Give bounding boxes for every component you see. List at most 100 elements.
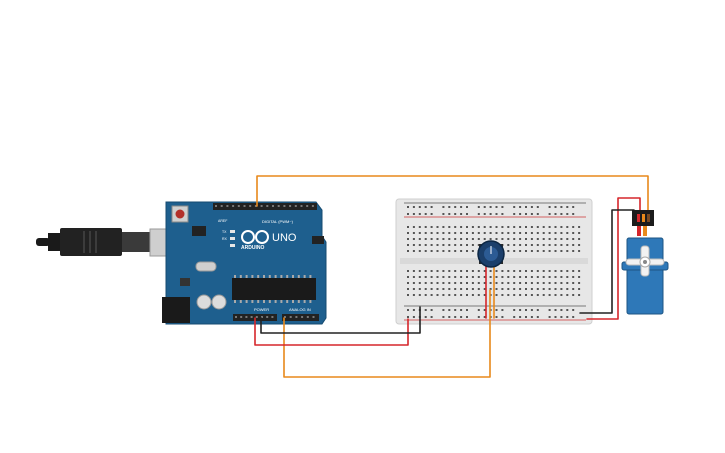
header-pin <box>255 316 258 318</box>
breadboard-hole <box>495 276 498 278</box>
breadboard-hole <box>542 244 545 246</box>
header-pin <box>283 205 286 207</box>
breadboard-hole <box>448 282 451 284</box>
breadboard-hole <box>519 232 522 234</box>
breadboard-hole <box>513 288 516 290</box>
signal-wire-servo[interactable] <box>256 175 649 213</box>
usb-cable[interactable] <box>36 228 187 257</box>
capacitor <box>196 294 212 310</box>
breadboard-hole <box>418 282 421 284</box>
breadboard-hole <box>578 294 581 296</box>
breadboard-hole <box>566 232 569 234</box>
breadboard-hole <box>424 226 427 228</box>
breadboard-hole <box>554 276 557 278</box>
breadboard-hole <box>525 270 527 272</box>
header-pin <box>284 316 286 318</box>
breadboard-hole <box>495 206 498 208</box>
breadboard-hole <box>430 316 433 318</box>
breadboard-hole <box>483 316 486 318</box>
breadboard-hole <box>436 288 439 290</box>
servo-motor[interactable] <box>621 210 669 315</box>
arduino-uno[interactable]: ARDUINO UNO DIGITAL (PWM~) AREF TX RX PO… <box>162 201 327 325</box>
breadboard-hole <box>542 276 545 278</box>
chip-leg <box>251 300 254 303</box>
breadboard-hole <box>430 238 433 240</box>
breadboard-hole <box>471 282 474 284</box>
header-pin <box>311 205 314 207</box>
breadboard-hole <box>525 282 527 284</box>
voltage-regulator <box>180 278 190 286</box>
header-pin <box>266 316 269 318</box>
breadboard-hole <box>495 213 498 215</box>
power-wire-5v[interactable] <box>254 317 409 346</box>
digital-header[interactable] <box>213 203 317 210</box>
breadboard-hole <box>519 309 522 311</box>
breadboard-hole <box>572 238 575 240</box>
breadboard-hole <box>430 213 433 215</box>
breadboard-hole <box>548 270 551 272</box>
breadboard-hole <box>548 282 551 284</box>
header-pin <box>215 205 217 207</box>
breadboard-hole <box>424 244 427 246</box>
breadboard-hole <box>536 213 539 215</box>
chip-leg <box>292 300 294 303</box>
header-pin <box>277 205 280 207</box>
breadboard-hole <box>548 276 551 278</box>
servo-horn[interactable] <box>625 245 665 277</box>
breadboard-hole <box>477 294 480 296</box>
signal-wire-potentiometer[interactable] <box>283 289 491 378</box>
breadboard-hole <box>542 282 545 284</box>
reset-button[interactable] <box>171 205 189 223</box>
breadboard-hole <box>566 276 569 278</box>
breadboard-hole <box>448 226 451 228</box>
breadboard-hole <box>525 309 527 311</box>
breadboard-hole <box>548 206 551 208</box>
breadboard-hole <box>460 270 463 272</box>
digital-label: DIGITAL (PWM~) <box>262 219 294 224</box>
breadboard-hole <box>513 276 516 278</box>
breadboard-hole <box>548 238 551 240</box>
header-pin <box>250 316 253 318</box>
breadboard-hole <box>483 238 486 240</box>
breadboard-hole <box>530 316 533 318</box>
arduino-logo-text: ARDUINO <box>241 245 264 251</box>
breadboard-hole <box>572 250 575 252</box>
chip-leg <box>297 275 300 278</box>
breadboard-hole <box>519 282 522 284</box>
chip-leg <box>274 300 277 303</box>
breadboard-hole <box>554 316 557 318</box>
breadboard-hole <box>430 206 433 208</box>
power-wire-servo[interactable] <box>586 197 641 320</box>
breadboard-hole <box>507 250 510 252</box>
breadboard-hole <box>495 309 498 311</box>
chip-leg <box>303 300 306 303</box>
analog-header[interactable] <box>282 314 319 321</box>
breadboard-hole <box>460 282 463 284</box>
breadboard-hole <box>501 309 504 311</box>
breadboard-hole <box>536 316 539 318</box>
breadboard-hole <box>560 250 563 252</box>
breadboard-hole <box>525 206 527 208</box>
breadboard-hole <box>542 288 545 290</box>
breadboard-hole <box>525 294 527 296</box>
breadboard-hole <box>507 288 510 290</box>
chip-leg <box>274 275 277 278</box>
chip-leg <box>263 275 265 278</box>
breadboard-hole <box>536 294 539 296</box>
chip-leg <box>309 275 312 278</box>
breadboard-hole <box>525 226 527 228</box>
breadboard-hole <box>530 288 533 290</box>
breadboard-hole <box>471 270 474 272</box>
breadboard-hole <box>513 316 516 318</box>
potentiometer[interactable] <box>477 240 505 268</box>
header-pin <box>300 205 303 207</box>
breadboard-hole <box>460 244 463 246</box>
ground-wire-arduino[interactable] <box>260 306 421 334</box>
header-pin <box>240 316 243 318</box>
breadboard-hole <box>466 250 468 252</box>
breadboard-hole <box>513 226 516 228</box>
breadboard-hole <box>448 232 451 234</box>
breadboard-hole <box>412 316 415 318</box>
breadboard-hole <box>548 294 551 296</box>
breadboard-hole <box>560 316 563 318</box>
